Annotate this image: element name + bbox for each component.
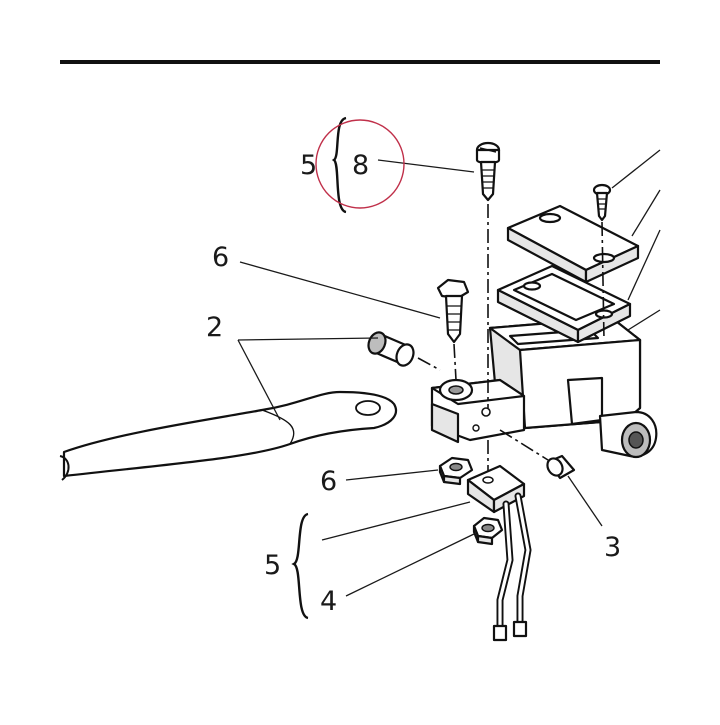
callout-top-screw: 8 [352,150,369,181]
callout-group-bottom-qty: 5 [264,550,281,581]
axis-push-rod [499,429,549,461]
leader-right-1 [611,149,661,189]
top-long-screw [475,141,501,202]
axis-pivot [453,343,457,381]
leader-2a [237,337,379,341]
push-rod-pin [546,454,576,480]
leader-6-upper [239,261,441,319]
callout-group-top-qty: 5 [300,150,317,181]
reservoir-cover [506,204,640,284]
leader-2b [237,339,281,421]
brake-lever [59,390,398,481]
leader-5-switch [321,501,471,541]
callout-nut: 4 [320,586,337,617]
callout-pin: 3 [604,532,621,563]
leader-4 [345,533,475,597]
brake-light-switch [466,464,532,642]
leader-8 [377,159,475,173]
axis-cover-screw [601,221,605,341]
leader-right-3 [627,229,661,301]
leader-right-4 [627,309,661,331]
lever-pin [367,331,415,367]
callout-screw-lower: 6 [320,466,337,497]
leader-6-lower [345,469,439,481]
lock-nut-upper [438,456,474,486]
lock-nut-lower [472,516,504,546]
callout-screw-upper: 6 [212,242,229,273]
pivot-screw-upper [436,278,470,344]
cover-screw-small [592,183,612,222]
master-cylinder-body [430,316,658,459]
leader-right-2 [631,189,661,237]
brace-bottom [291,512,309,620]
callout-lever: 2 [206,312,223,343]
leader-3 [567,475,603,527]
highlight-circle [315,119,405,209]
header-rule [60,60,660,64]
brace-top [331,116,347,214]
axis-pin [417,357,441,371]
